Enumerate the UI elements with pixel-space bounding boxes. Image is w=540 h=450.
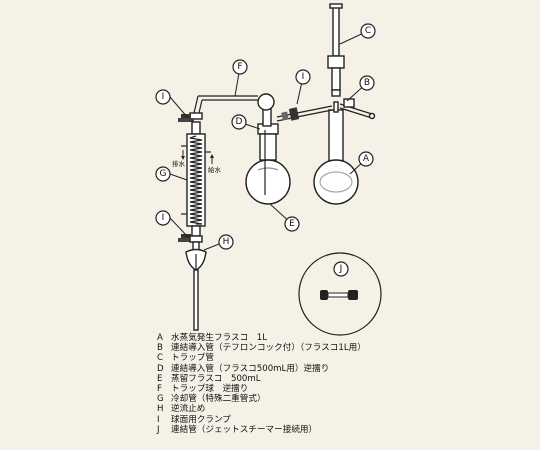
distillation-flask (245, 123, 291, 205)
svg-text:I: I (162, 213, 165, 223)
callout-i-top-left: I (155, 89, 171, 105)
parts-legend: A 水蒸気発生フラスコ 1L B 連結導入管（テフロンコック付）（フラスコ1L用… (157, 333, 366, 435)
callout-h: H (218, 234, 234, 250)
legend-item-g: G 冷却管（特殊二重管式） (157, 394, 266, 405)
svg-text:A: A (363, 154, 370, 164)
callout-b: B (359, 75, 375, 91)
callout-a: A (358, 151, 374, 167)
legend-item-f: F トラップ球 逆擂り (157, 384, 249, 395)
steam-generator-flask (313, 3, 359, 205)
svg-text:B: B (364, 78, 370, 88)
legend-item-b: B 連結導入管（テフロンコック付）（フラスコ1L用） (157, 343, 366, 354)
svg-text:G: G (160, 169, 167, 179)
legend-item-d: D 連結導入管（フラスコ500mL用）逆擂り (157, 363, 330, 374)
connecting-tube-b (276, 98, 376, 122)
callout-d: D (231, 114, 247, 130)
legend-item-e: E 蒸留フラスコ 500mL (157, 373, 261, 384)
legend-item-c: C トラップ管 (157, 353, 214, 364)
callout-e: E (284, 216, 300, 232)
legend-item-j: J 連結管（ジェットスチーマー接続用） (157, 424, 318, 435)
callout-j: J (333, 261, 349, 277)
svg-text:D: D (236, 117, 243, 127)
svg-text:J: J (339, 264, 343, 274)
svg-text:H: H (223, 237, 230, 247)
trap-bulb-f (193, 93, 275, 127)
supply-label: 給水 (208, 165, 222, 174)
legend-item-a: A 水蒸気発生フラスコ 1L (157, 333, 268, 343)
svg-text:I: I (302, 72, 305, 82)
callout-c: C (360, 23, 376, 39)
svg-text:C: C (365, 26, 371, 36)
callout-g: G (155, 166, 171, 182)
legend-item-h: H 逆流止め (157, 404, 206, 415)
callout-f: F (232, 59, 248, 75)
svg-text:I: I (162, 92, 165, 102)
callout-i-top-right: I (295, 69, 311, 85)
legend-item-i: I 球面用クランプ (157, 414, 231, 425)
svg-text:F: F (237, 62, 242, 72)
drain-label: 排水 (172, 159, 186, 168)
svg-text:E: E (289, 219, 295, 229)
callout-i-bottom-left: I (155, 210, 171, 226)
backflow-preventer-h (185, 241, 207, 331)
condenser-g (178, 112, 211, 243)
inset-connector-j (298, 252, 382, 336)
